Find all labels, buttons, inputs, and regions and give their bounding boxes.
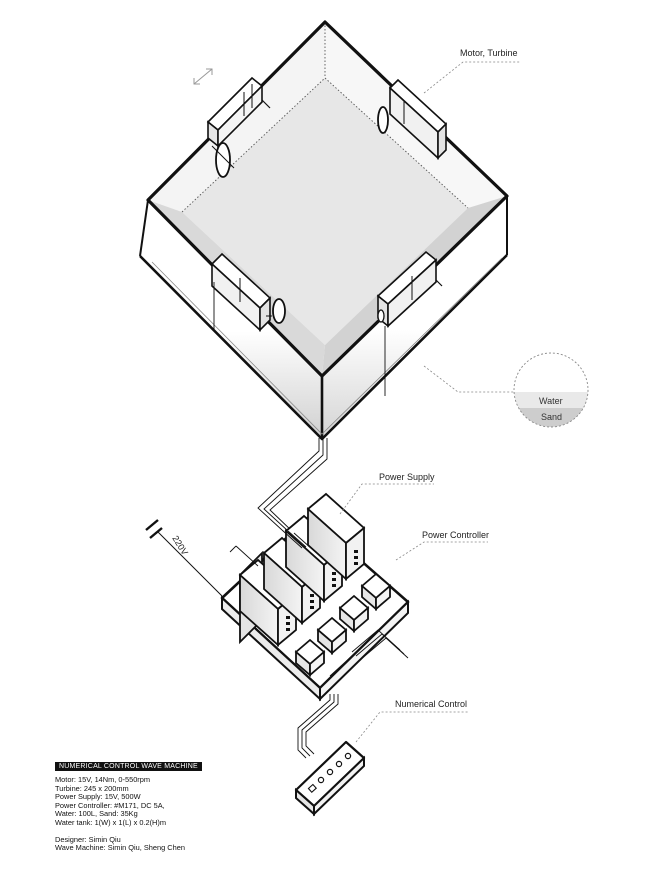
- water-label: Water: [539, 396, 563, 406]
- controller-module-3: [338, 594, 370, 633]
- controller-module-2: [316, 616, 348, 655]
- spec-line-water-sand: Water: 100L, Sand: 35Kg: [55, 809, 138, 819]
- knob-icon: [317, 776, 325, 784]
- tank-floor: [182, 78, 468, 345]
- controller-module-1: [294, 638, 326, 677]
- knob-icon: [344, 752, 352, 760]
- sand-label: Sand: [541, 412, 562, 422]
- resize-arrow-icon: [193, 68, 213, 85]
- motor-turbine-front-right: [376, 250, 443, 328]
- board-wiring: [229, 529, 409, 677]
- numerical-control-label: Numerical Control: [395, 699, 467, 709]
- spec-line-turbine: Turbine: 245 x 200mm: [55, 783, 129, 793]
- numerical-control-leader-line: [355, 711, 468, 743]
- knob-icon: [326, 768, 334, 776]
- spec-line-power-supply: Power Supply: 15V, 500W: [55, 792, 141, 802]
- spec-line-motor: Motor: 15V, 14Nm, 0-550rpm: [55, 775, 151, 784]
- tank-to-controller-cables: [257, 438, 328, 534]
- spec-line-power-controller: Power Controller: #M171, DC 5A,: [55, 800, 165, 810]
- power-supply-leader-line: [339, 483, 434, 515]
- voltage-label: 220V: [170, 534, 190, 557]
- specification-block: NUMERICAL CONTROL WAVE MACHINE Motor: 15…: [55, 762, 315, 853]
- motor-leader-line: [423, 61, 520, 94]
- power-controller-leader-line: [395, 541, 488, 561]
- turbine-disc: [377, 309, 385, 323]
- turbine-disc: [377, 106, 389, 134]
- motor-turbine-back-right: [377, 78, 448, 160]
- motor-turbine-label: Motor, Turbine: [460, 48, 518, 58]
- water-tank: [139, 20, 509, 441]
- numerical-control-box: [294, 740, 366, 817]
- spec-title: NUMERICAL CONTROL WAVE MACHINE: [55, 762, 202, 771]
- turbine-disc: [215, 142, 231, 178]
- water-sand-callout: [423, 352, 589, 428]
- controller-module-4: [360, 572, 392, 611]
- tank-right-face: [322, 196, 507, 439]
- tank-base-inner-line: [151, 257, 503, 435]
- mains-220v-line: [145, 519, 223, 597]
- credit-wave-machine: Wave Machine: Simin Qiu, Sheng Chen: [55, 843, 185, 853]
- tank-corner-left: [139, 199, 149, 257]
- power-supply-unit-4: [306, 492, 366, 582]
- power-controller-label: Power Controller: [422, 530, 489, 540]
- tank-left-face: [140, 200, 322, 439]
- knob-icon: [335, 760, 343, 768]
- motor-turbine-back-left: [206, 76, 271, 178]
- numerical-control-cables: [297, 694, 339, 759]
- turbine-disc: [272, 298, 286, 324]
- motor-turbine-front-left: [210, 252, 286, 332]
- spec-line-water-tank: Water tank: 1(W) x 1(L) x 0.2(H)m: [55, 817, 167, 827]
- water-leader-line: [423, 365, 514, 393]
- tank-base: [139, 254, 508, 441]
- power-supply-label: Power Supply: [379, 472, 435, 482]
- credit-designer: Designer: Simin Qiu: [55, 834, 121, 844]
- switch-icon: [307, 783, 318, 794]
